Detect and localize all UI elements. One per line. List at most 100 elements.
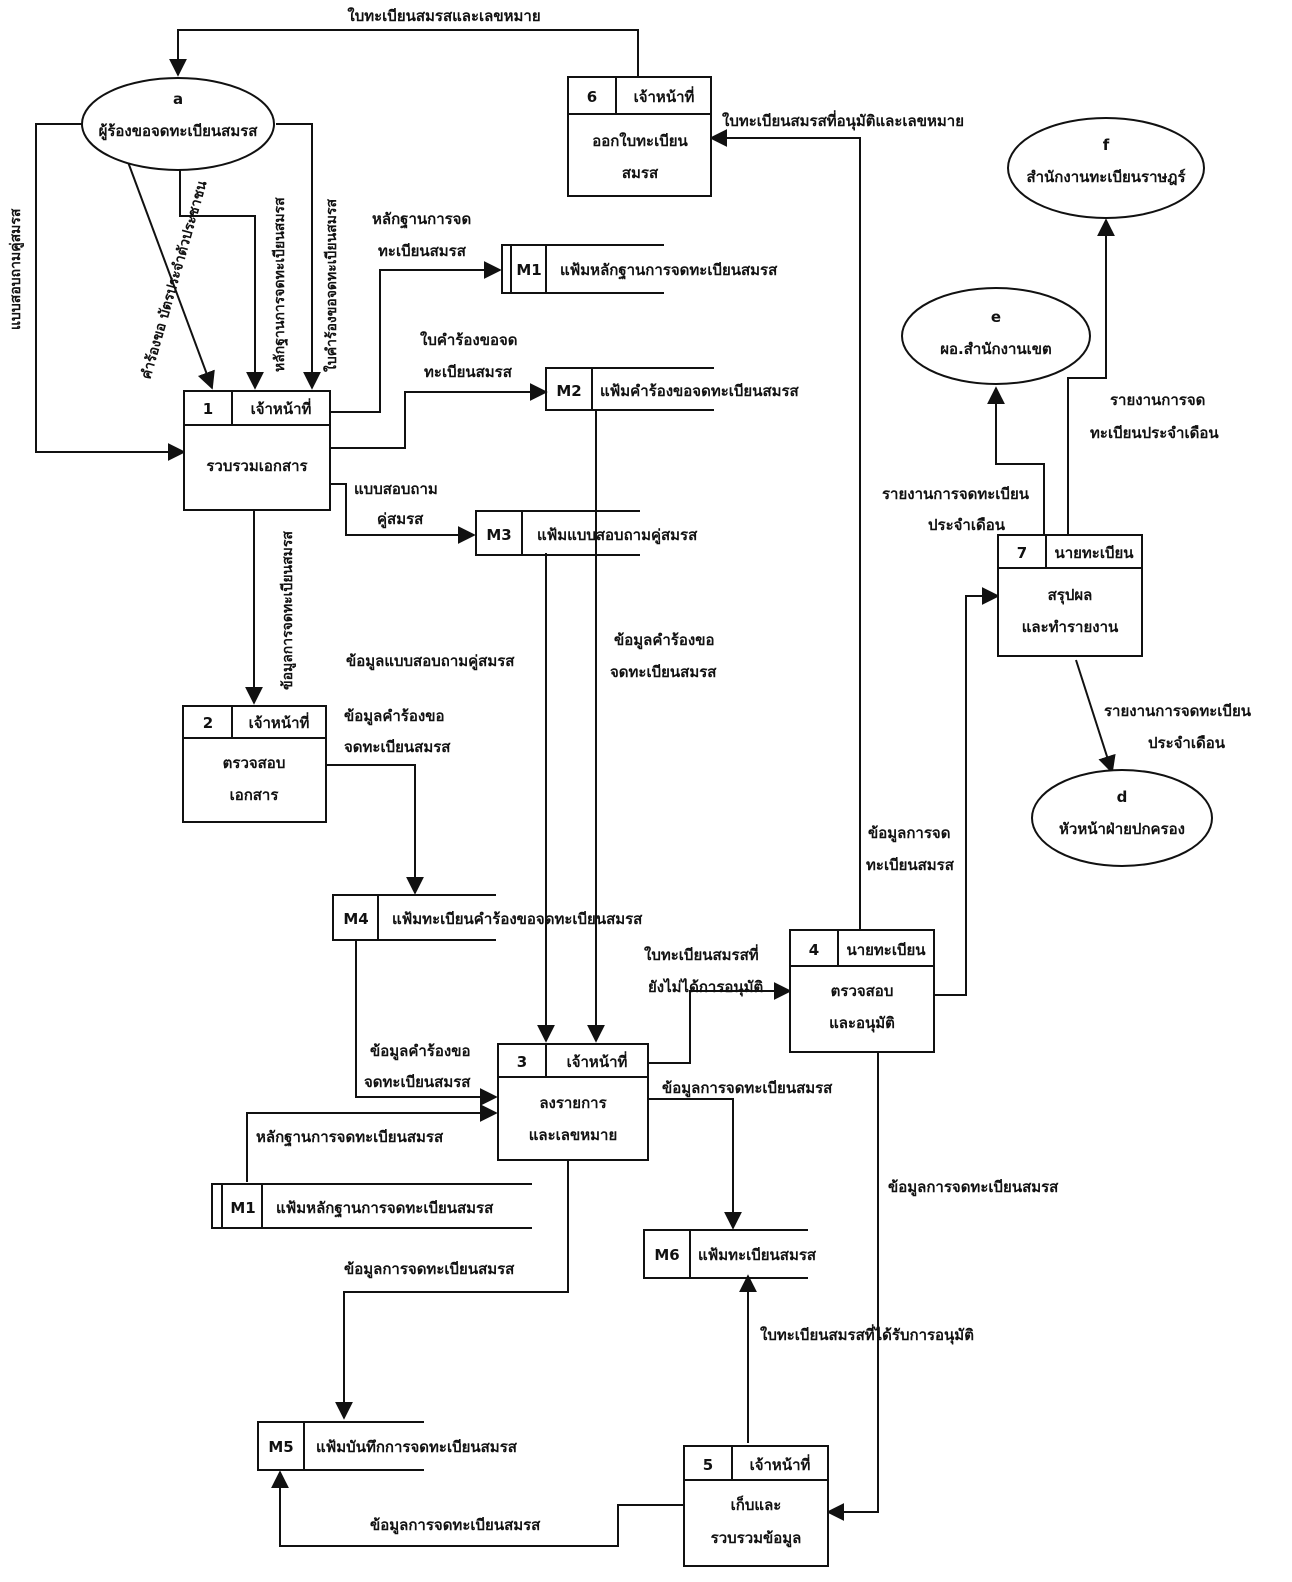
process-4-name-1: ตรวจสอบ (831, 982, 894, 1000)
flow-1-to-m3 (330, 483, 476, 544)
entity-d-letter: d (1117, 788, 1128, 806)
flow-label-survey-2: คู่สมรส (377, 510, 424, 529)
entity-d-name: หัวหน้าฝ่ายปกครอง (1059, 820, 1185, 838)
flow-label-3-to-4-2: ยังไม่ได้การอนุมัติ (648, 977, 763, 997)
store-m4-name: แฟ้มทะเบียนคำร้องขอจดทะเบียนสมรส (392, 910, 643, 928)
store-m6-name: แฟ้มทะเบียนสมรส (698, 1246, 817, 1264)
process-7: 7 นายทะเบียน สรุปผล และทำรายงาน (997, 534, 1143, 657)
flow-a-to-1-request (276, 123, 321, 390)
store-m4: M4 แฟ้มทะเบียนคำร้องขอจดทะเบียนสมรส (332, 894, 643, 941)
flow-1-to-m1 (330, 261, 502, 413)
flow-label-7-to-e-2: ประจำเดือน (928, 516, 1006, 534)
flow-label-approved-to-6: ใบทะเบียนสมรสที่อนุมัติและเลขหมาย (722, 110, 964, 131)
store-m2-id: M2 (556, 382, 581, 400)
store-m1-bottom-name: แฟ้มหลักฐานการจดทะเบียนสมรส (276, 1199, 494, 1218)
flow-label-7-to-d-2: ประจำเดือน (1148, 734, 1226, 752)
flow-label-5-to-m6: ใบทะเบียนสมรสที่ได้รับการอนุมัติ (760, 1324, 974, 1345)
flow-3-to-m6 (648, 1098, 742, 1230)
process-2: 2 เจ้าหน้าที่ ตรวจสอบ เอกสาร (182, 705, 327, 823)
flow-label-v-evidence: หลักฐานการจดทะเบียนสมรส (272, 197, 289, 372)
process-5-role: เจ้าหน้าที่ (750, 1454, 811, 1474)
store-m2: M2 แฟ้มคำร้องขอจดทะเบียนสมรส (545, 367, 800, 411)
entity-e-letter: e (991, 308, 1001, 326)
entity-f-letter: f (1103, 136, 1110, 154)
flow-7-to-f (1067, 218, 1115, 535)
process-1-name: รวบรวมเอกสาร (206, 457, 308, 475)
flow-label-m2-to-3-2: จดทะเบียนสมรส (610, 663, 717, 681)
process-5-name-2: รวบรวมข้อมูล (711, 1529, 802, 1548)
store-m3-name: แฟ้มแบบสอบถามคู่สมรส (537, 526, 698, 545)
process-7-name-1: สรุปผล (1048, 586, 1093, 605)
flow-2-to-m4 (326, 764, 424, 895)
flow-label-2-to-m4-2: จดทะเบียนสมรส (344, 738, 451, 756)
flow-7-to-e (987, 386, 1045, 535)
process-3-role: เจ้าหน้าที่ (567, 1051, 628, 1071)
flow-label-5-to-m5: ข้อมูลการจดทะเบียนสมรส (370, 1516, 541, 1535)
flow-label-7-to-e-1: รายงานการจดทะเบียน (882, 485, 1030, 503)
process-7-id: 7 (1017, 544, 1027, 562)
flow-labels: ใบทะเบียนสมรสและเลขหมาย ใบทะเบียนสมรสที่… (256, 7, 1252, 1535)
flow-a-to-1-id (127, 161, 215, 390)
entity-a: a ผู้ร้องขอจดทะเบียนสมรส (81, 77, 275, 171)
flow-a-to-1-evidence (179, 170, 264, 390)
flow-label-3-to-m6: ข้อมูลการจดทะเบียนสมรส (662, 1079, 833, 1098)
store-m3: M3 แฟ้มแบบสอบถามคู่สมรส (475, 510, 698, 556)
flow-1-to-m2 (330, 383, 548, 449)
process-7-role: นายทะเบียน (1054, 544, 1134, 562)
store-m1-top-id: M1 (516, 261, 541, 279)
process-7-name-2: และทำรายงาน (1022, 618, 1119, 636)
flow-label-request-2: ทะเบียนสมรส (424, 363, 513, 381)
flow-label-v-request: ใบคำร้องขอจดทะเบียนสมรส (322, 199, 340, 372)
flow-label-7-to-f-2: ทะเบียนประจำเดือน (1090, 424, 1219, 442)
process-6-name-1: ออกใบทะเบียน (592, 132, 688, 150)
store-m4-id: M4 (343, 910, 368, 928)
entity-e-name: ผอ.สำนักงานเขต (940, 340, 1052, 358)
flow-label-m1-to-3: หลักฐานการจดทะเบียนสมรส (256, 1128, 444, 1147)
store-m6: M6 แฟ้มทะเบียนสมรส (643, 1229, 817, 1279)
flow-4-to-7 (934, 587, 1000, 996)
store-m1-bottom-id: M1 (230, 1199, 255, 1217)
flow-label-4-to-7-2: ทะเบียนสมรส (866, 856, 955, 874)
flow-label-m4-to-3-1: ข้อมูลคำร้องขอ (370, 1042, 470, 1061)
process-4-role: นายทะเบียน (846, 941, 926, 959)
flow-label-request-1: ใบคำร้องขอจด (420, 331, 518, 349)
flow-6-to-a (169, 29, 639, 77)
store-m3-id: M3 (486, 526, 511, 544)
process-1: 1 เจ้าหน้าที่ รวบรวมเอกสาร (183, 390, 331, 511)
process-2-name-1: ตรวจสอบ (223, 754, 286, 772)
flow-label-v-survey: แบบสอบถามคู่สมรส (8, 208, 24, 330)
entity-e: e ผอ.สำนักงานเขต (901, 287, 1091, 385)
flow-lines (35, 29, 1116, 1547)
store-m2-name: แฟ้มคำร้องขอจดทะเบียนสมรส (600, 382, 800, 400)
flow-4-to-6 (709, 129, 861, 930)
process-3-name-1: ลงรายการ (539, 1094, 607, 1112)
entity-f-name: สำนักงานทะเบียนราษฎร์ (1026, 168, 1186, 186)
process-6-id: 6 (587, 88, 597, 106)
flow-label-4-to-5: ข้อมูลการจดทะเบียนสมรส (888, 1178, 1059, 1197)
process-6-role: เจ้าหน้าที่ (634, 86, 695, 106)
process-3-id: 3 (517, 1053, 527, 1071)
flow-label-evidence-1: หลักฐานการจด (372, 210, 471, 229)
flow-label-evidence-2: ทะเบียนสมรส (378, 242, 467, 260)
process-6: 6 เจ้าหน้าที่ ออกใบทะเบียน สมรส (567, 76, 712, 197)
store-m5: M5 แฟ้มบันทึกการจดทะเบียนสมรส (257, 1421, 518, 1471)
entity-a-letter: a (173, 90, 183, 108)
flow-label-m4-to-3-2: จดทะเบียนสมรส (364, 1073, 471, 1091)
flow-label-3-to-m5: ข้อมูลการจดทะเบียนสมรส (344, 1260, 515, 1279)
flow-m1b-to-3 (246, 1104, 498, 1182)
flow-label-m2-to-3-1: ข้อมูลคำร้องขอ (614, 631, 714, 650)
flow-3-to-4 (648, 982, 792, 1064)
flow-label-7-to-f-1: รายงานการจด (1110, 391, 1205, 409)
entity-f: f สำนักงานทะเบียนราษฎร์ (1007, 117, 1205, 219)
process-5-name-1: เก็บและ (731, 1495, 782, 1514)
process-1-id: 1 (203, 400, 213, 418)
flow-3-to-m5 (335, 1160, 569, 1420)
process-6-name-2: สมรส (622, 164, 659, 182)
flow-label-top-return: ใบทะเบียนสมรสและเลขหมาย (347, 7, 540, 25)
flow-label-v-1-to-2: ข้อมูลการจดทะเบียนสมรส (280, 531, 296, 690)
process-2-id: 2 (203, 714, 213, 732)
process-5: 5 เจ้าหน้าที่ เก็บและ รวบรวมข้อมูล (683, 1445, 829, 1567)
flow-label-m3-to-3: ข้อมูลแบบสอบถามคู่สมรส (346, 652, 515, 671)
flow-label-3-to-4-1: ใบทะเบียนสมรสที่ (644, 944, 759, 964)
